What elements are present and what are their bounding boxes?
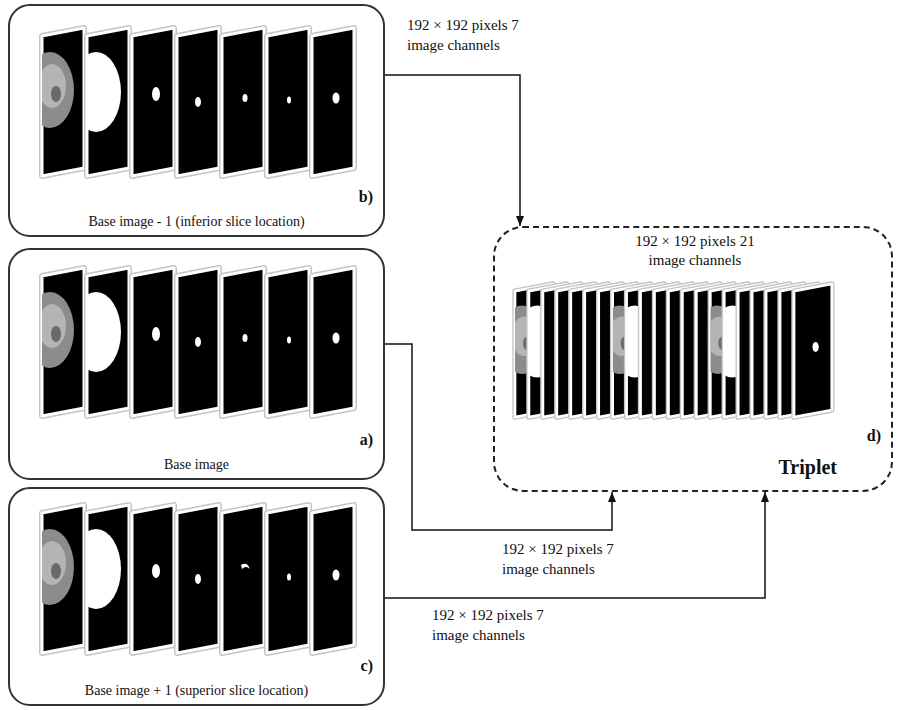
panel-letter: b) <box>359 187 373 207</box>
panel-letter: d) <box>867 426 881 446</box>
dimension-label: 192 × 192 pixels 7 image channels <box>430 606 556 645</box>
input-panel: Base image + 1 (superior slice location)… <box>8 487 385 706</box>
flow-arrow <box>385 344 612 530</box>
panel-letter: c) <box>361 656 373 676</box>
input-panel: Base image - 1 (inferior slice location)… <box>8 4 385 237</box>
panel-caption: Base image - 1 (inferior slice location) <box>10 213 383 231</box>
panel-caption: Base image + 1 (superior slice location) <box>10 682 383 700</box>
flow-arrow <box>385 492 765 598</box>
panel-letter: a) <box>360 430 373 450</box>
dimension-label: 192 × 192 pixels 7 image channels <box>405 16 531 55</box>
input-panel: Base image a) <box>8 248 385 480</box>
dimension-label: 192 × 192 pixels 7 image channels <box>500 540 626 579</box>
triplet-panel: 192 × 192 pixels 21 image channelsTriple… <box>493 226 893 492</box>
dimension-label: 192 × 192 pixels 21 image channels <box>628 232 762 270</box>
flow-arrow <box>385 75 520 226</box>
panel-caption: Base image <box>10 456 383 474</box>
panel-title: Triplet <box>778 455 837 480</box>
